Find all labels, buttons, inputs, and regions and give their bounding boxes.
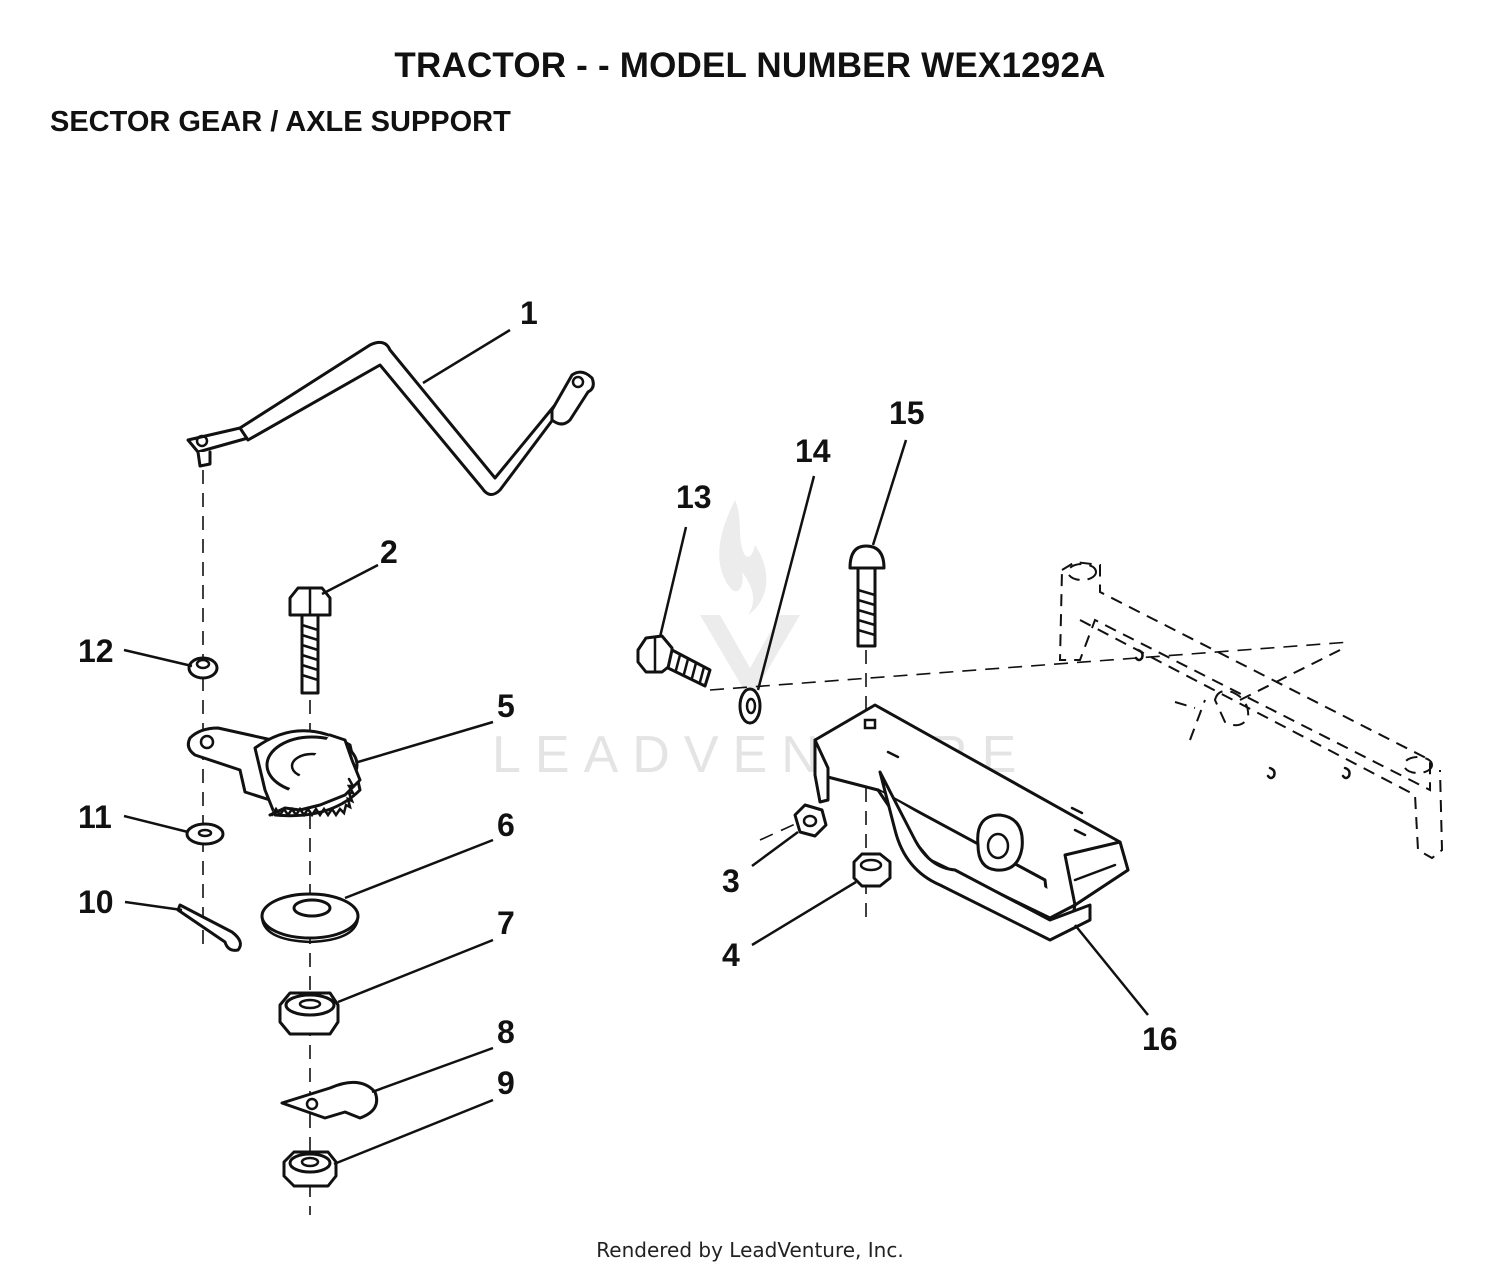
hex-bolt-axle[interactable] [636,634,712,688]
callout-14: 14 [795,433,831,469]
sector-gear[interactable] [186,726,362,818]
cotter-pin[interactable] [176,903,242,952]
front-axle-phantom [1058,560,1444,860]
hex-nut-bracket[interactable] [793,803,828,838]
callout-6: 6 [497,807,515,843]
carriage-bolt[interactable] [848,544,886,648]
axle-support-bracket[interactable] [813,703,1130,942]
flange-nut[interactable] [852,852,892,888]
callout-8: 8 [497,1014,515,1050]
section-subtitle: SECTOR GEAR / AXLE SUPPORT [50,106,511,138]
drag-link-rod[interactable] [186,340,595,496]
hex-bolt[interactable] [288,586,332,695]
callout-5: 5 [497,688,515,724]
thrust-washer[interactable] [260,892,360,944]
callout-16: 16 [1142,1021,1178,1057]
callout-3: 3 [722,863,740,899]
watermark: LEADVENTURE [492,500,1016,784]
flat-washer-axle[interactable] [738,687,762,725]
lock-nut[interactable] [187,656,219,680]
spring-clip[interactable] [280,1080,379,1120]
flat-washer-small[interactable] [185,822,225,846]
callout-15: 15 [889,395,925,431]
callout-9: 9 [497,1065,515,1101]
footer-credit: Rendered by LeadVenture, Inc. [596,1238,904,1262]
axis-line-horizontal [709,641,1351,691]
leader-lines [123,328,1149,1166]
callout-13: 13 [676,479,712,515]
callout-numbers: 1 2 3 4 5 6 7 8 9 10 11 12 13 14 15 16 [78,295,1178,1101]
callout-1: 1 [520,295,538,331]
callout-12: 12 [78,633,114,669]
hex-nut-large[interactable] [278,991,340,1036]
callout-7: 7 [497,905,515,941]
hex-nut-small[interactable] [282,1150,338,1188]
page-title: TRACTOR - - MODEL NUMBER WEX1292A [394,46,1106,85]
callout-4: 4 [722,937,740,973]
callout-11: 11 [78,799,112,835]
callout-2: 2 [380,534,398,570]
callout-10: 10 [78,884,114,920]
